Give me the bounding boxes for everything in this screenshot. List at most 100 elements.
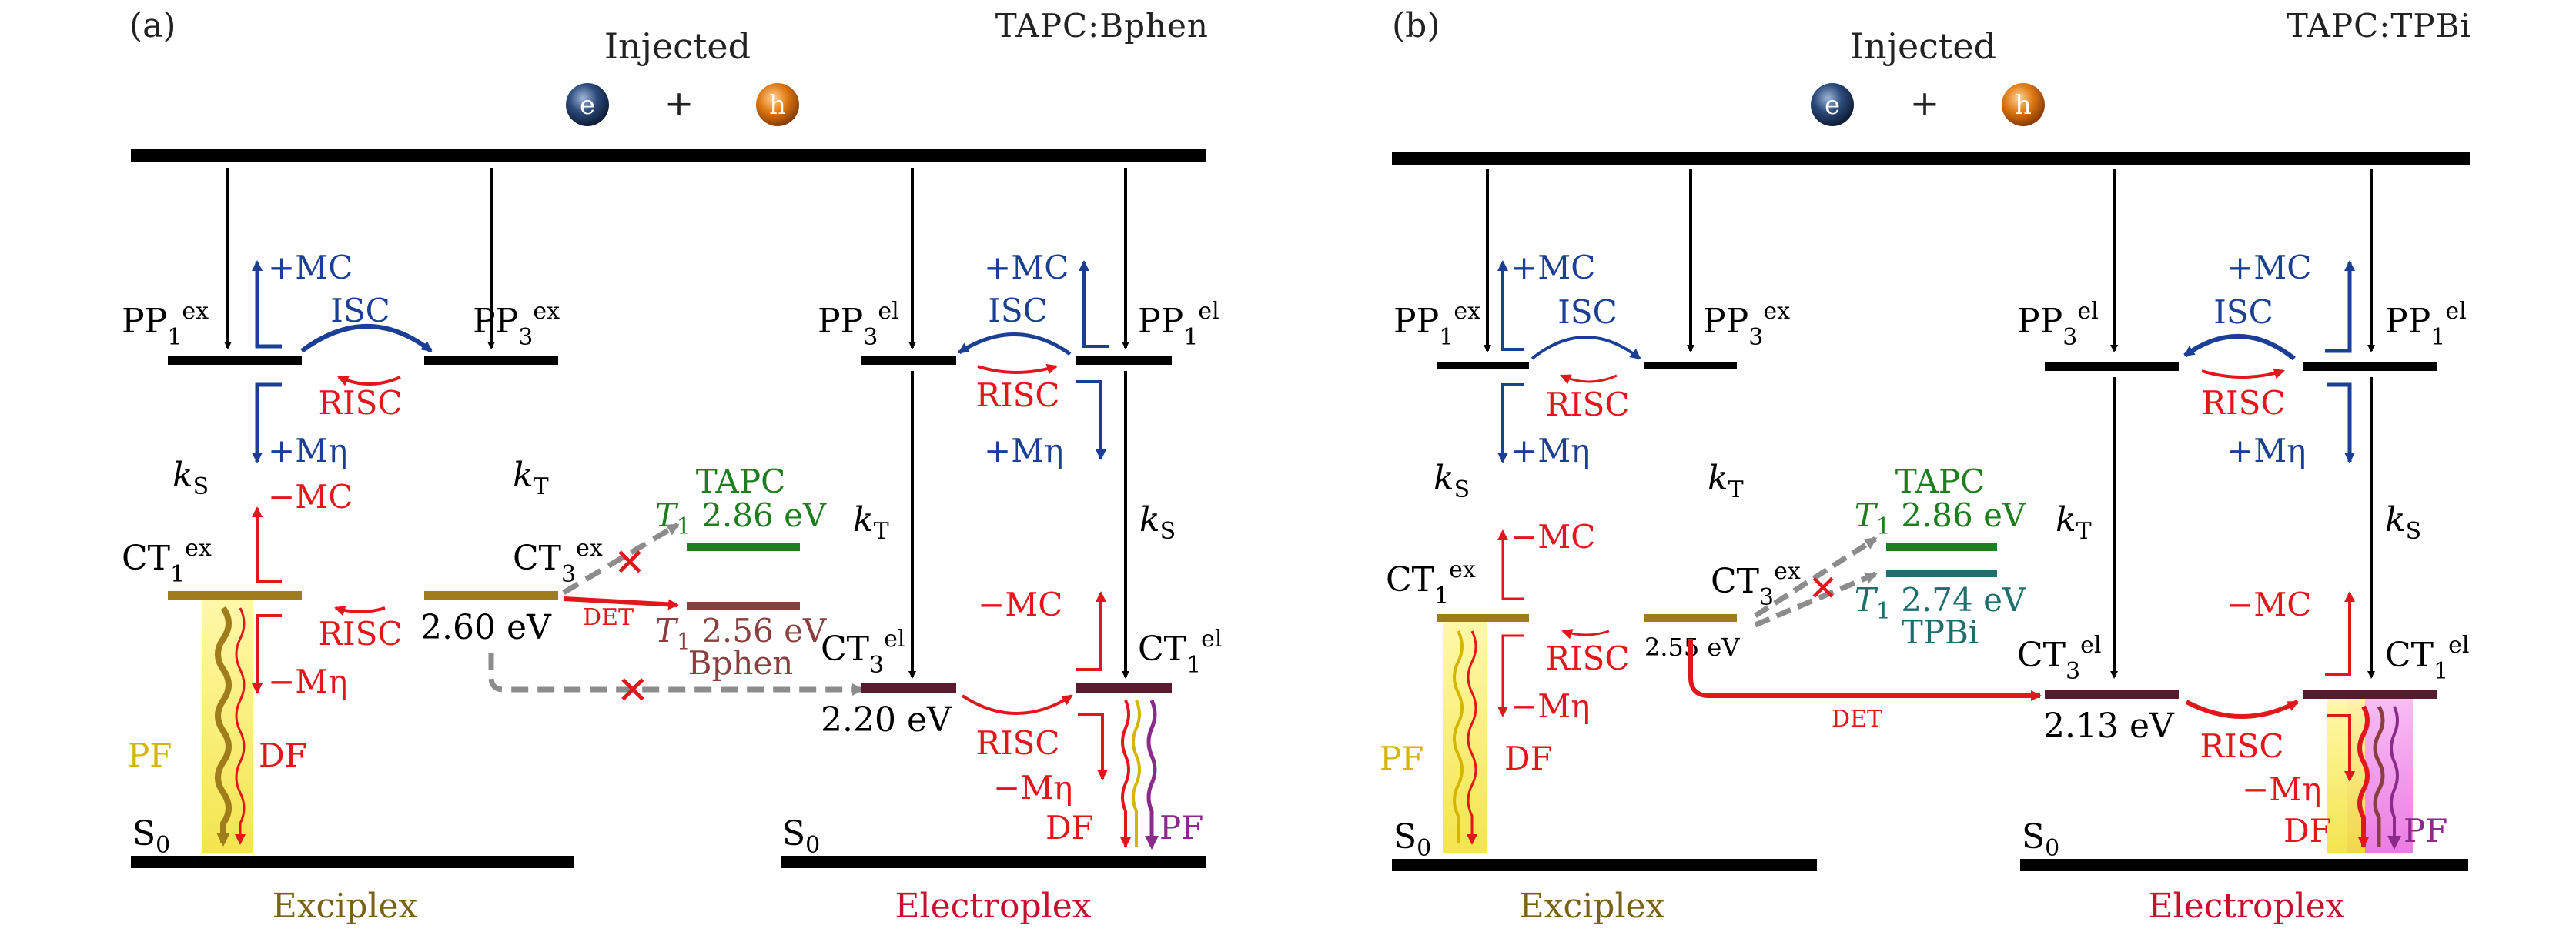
- meta-neg-el-label: −Mη: [2242, 770, 2321, 808]
- df-el-label: DF: [1045, 809, 1094, 847]
- tapc-t1-level: [687, 543, 800, 551]
- meta-pos-label: +Mη: [1510, 432, 1590, 469]
- meta-neg-el-label: −Mη: [993, 769, 1072, 807]
- pp1-ex-level: [1437, 362, 1529, 369]
- mc-neg-el-label: −MC: [2226, 586, 2311, 623]
- injection-level: [1392, 152, 2470, 165]
- panel-a-system: TAPC:Bphen: [995, 7, 1209, 45]
- tapc-t1: T1 2.86 eV: [1855, 496, 2026, 540]
- ct3-el-energy: 2.13 eV: [2043, 707, 2175, 746]
- electroplex-caption: Electroplex: [2148, 887, 2344, 926]
- ct3-el-energy: 2.20 eV: [821, 700, 952, 740]
- s0-el-level: [781, 856, 1206, 868]
- kt-label: kT: [1708, 459, 1744, 503]
- panel-b-label: (b): [1392, 6, 1440, 45]
- pp1-el-label: PP1el: [1138, 298, 1219, 351]
- ct1-ex-level: [168, 591, 302, 600]
- isc-label: ISC: [1557, 293, 1618, 331]
- mc-pos-label: +MC: [268, 249, 353, 286]
- df-label: DF: [1504, 740, 1553, 777]
- blocked-x-icon: ✕: [617, 668, 649, 713]
- df-label: DF: [259, 737, 307, 774]
- svg-text:h: h: [769, 90, 786, 121]
- ct1-el-label: CT1el: [1138, 626, 1222, 679]
- mc-pos-el-label: +MC: [2226, 249, 2311, 286]
- bphen-t1: T1 2.56 eV: [655, 612, 827, 656]
- panel-a-label: (a): [129, 6, 176, 45]
- ct1-el-level: [2303, 690, 2437, 699]
- pp1-el-level: [2303, 362, 2437, 371]
- risc-ct-el-label: RISC: [2200, 727, 2283, 765]
- pp1-ex-level: [168, 356, 302, 365]
- ct3-ex-level: [424, 591, 558, 600]
- pp3-ex-level: [424, 356, 558, 365]
- kt-el-label: kT: [2056, 500, 2092, 545]
- injection-level: [131, 149, 1206, 162]
- kt-el-label: kT: [853, 500, 889, 545]
- risc-label: RISC: [1545, 386, 1629, 423]
- panel-b: (b) TAPC:TPBi Injected e + h PP1ex PP3ex…: [1380, 6, 2471, 926]
- panel-b-system: TAPC:TPBi: [2287, 7, 2471, 45]
- tpbi-t1-level: [1886, 570, 1997, 577]
- electron-icon: e: [566, 83, 609, 126]
- plus-sign: +: [1910, 82, 1940, 124]
- ks-el-label: kS: [1139, 500, 1176, 545]
- ct1-el-label: CT1el: [2385, 632, 2469, 685]
- pf-label: PF: [128, 737, 172, 774]
- pp3-el-level: [861, 356, 956, 365]
- ct1-ex-label: CT1ex: [1386, 556, 1476, 610]
- svg-text:h: h: [2015, 90, 2032, 121]
- s0-ex-label: S0: [132, 814, 170, 859]
- mc-pos-el-label: +MC: [984, 249, 1069, 286]
- s0-ex-level: [1392, 859, 1817, 871]
- pf-label: PF: [1380, 740, 1423, 777]
- mc-pos-label: +MC: [1510, 249, 1595, 286]
- s0-el-label: S0: [782, 814, 820, 859]
- pp1-el-label: PP1el: [2385, 298, 2467, 351]
- meta-neg-label: −Mη: [268, 663, 347, 700]
- ct3-el-level: [2045, 690, 2179, 699]
- bphen-t1-level: [687, 602, 800, 610]
- plus-sign: +: [664, 82, 694, 124]
- electron-icon: e: [1811, 83, 1854, 126]
- exciplex-caption: Exciplex: [1520, 887, 1665, 926]
- ks-label: kS: [172, 456, 209, 500]
- ct3-el-label: CT3el: [821, 626, 905, 679]
- ks-label: kS: [1434, 459, 1470, 503]
- blocked-x-icon: ✕: [1808, 567, 1838, 609]
- tapc-name: TAPC: [1895, 463, 1985, 500]
- svg-text:e: e: [1825, 90, 1840, 121]
- hole-icon: h: [2002, 83, 2045, 126]
- pp1-ex-label: PP1ex: [122, 298, 209, 351]
- pp3-ex-label: PP3ex: [473, 298, 560, 351]
- panel-a-injected: Injected: [604, 25, 751, 67]
- ct1-ex-label: CT1ex: [122, 535, 212, 588]
- ct3-ex-level: [1644, 614, 1737, 622]
- pp1-ex-label: PP1ex: [1393, 298, 1480, 351]
- ct1-el-level: [1076, 683, 1172, 693]
- svg-text:e: e: [580, 90, 595, 121]
- ct3-el-level: [861, 683, 956, 693]
- meta-pos-label: +Mη: [268, 432, 347, 469]
- det-label: DET: [583, 604, 634, 631]
- electroplex-caption: Electroplex: [895, 887, 1091, 926]
- risc-ct-label: RISC: [1545, 640, 1629, 677]
- isc-el-label: ISC: [988, 292, 1048, 329]
- mc-neg-label: −MC: [1510, 518, 1595, 556]
- pf-el-label: PF: [2404, 812, 2447, 850]
- hole-icon: h: [756, 83, 799, 126]
- tpbi-t1: T1 2.74 eV: [1855, 581, 2026, 625]
- pp3-ex-level: [1644, 362, 1737, 369]
- meta-neg-label: −Mη: [1510, 687, 1590, 725]
- pp3-ex-label: PP3ex: [1703, 298, 1790, 351]
- exciplex-caption: Exciplex: [273, 887, 418, 926]
- ct3-ex-label: CT3ex: [513, 535, 603, 588]
- ct1-ex-level: [1437, 614, 1529, 622]
- pp1-el-level: [1076, 356, 1172, 365]
- ct3-ex-energy: 2.60 eV: [420, 608, 552, 647]
- kt-label: kT: [513, 456, 549, 500]
- df-el-label: DF: [2283, 812, 2332, 850]
- blocked-x-icon: ✕: [614, 540, 646, 585]
- s0-el-label: S0: [2022, 817, 2059, 862]
